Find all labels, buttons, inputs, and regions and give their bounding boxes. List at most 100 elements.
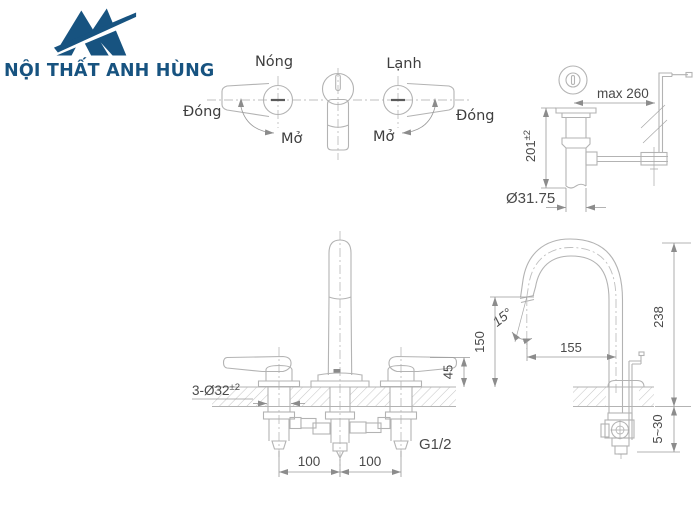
spout-reach-label: 155 (560, 340, 582, 355)
drain-height-ext-lines (541, 107, 566, 189)
hot-lever-outline (221, 82, 270, 118)
left-spacing-label: 100 (298, 454, 321, 469)
angle-arc (511, 331, 533, 345)
drain-clamp-pin (650, 147, 658, 186)
front-center-valve (312, 387, 382, 460)
cold-close-arrow (432, 98, 438, 107)
hot-open-arc (240, 106, 275, 136)
front-spout-mark (333, 369, 341, 373)
drain-plug-outer (558, 65, 588, 95)
right-spacing-label: 100 (359, 454, 382, 469)
total-height-label: 238 (651, 306, 666, 328)
left-valve-shank (267, 387, 291, 412)
center-valve-outlet-left (312, 422, 331, 435)
deck-thickness-label: 5~30 (650, 414, 665, 443)
drain-rod-knob (685, 71, 693, 78)
faucet-front-view: 100 100 G1/2 3-Ø32±2 45 (192, 231, 470, 477)
outlet-height-label: 150 (472, 331, 487, 353)
drain-lift-rod (658, 72, 688, 152)
side-valve-bump (600, 423, 610, 438)
center-valve-tip (335, 450, 345, 460)
hot-close-arrow (238, 98, 244, 107)
deck-hatch-1 (212, 387, 268, 406)
hot-centerlines (207, 76, 323, 128)
deck-lines (212, 386, 456, 408)
center-valve-outlet-right (349, 421, 367, 434)
front-left-lever (222, 355, 292, 373)
spout-top-circle (321, 72, 355, 106)
side-pivot-cross (610, 420, 630, 440)
drain-plug-inner (565, 72, 581, 88)
spout-side-view: 15° 150 155 238 (472, 238, 691, 459)
side-deck-hatch-right (639, 387, 654, 406)
front-right-lever (388, 355, 458, 373)
right-valve-shank (389, 387, 413, 412)
side-angle-ref (514, 296, 528, 343)
handle-height-label: 45 (441, 365, 456, 379)
side-deck (573, 386, 654, 408)
drain-height-label: 201±2 (522, 130, 538, 162)
drain-dia-ext-lines (565, 188, 587, 212)
front-spout-column (327, 239, 353, 376)
side-valve-top (607, 412, 633, 421)
drain-body (555, 107, 597, 189)
drain-pivot-nut (585, 151, 598, 166)
center-valve-shank (329, 387, 351, 412)
side-gooseneck-inner (532, 255, 610, 387)
logo: NỘI THẤT ANH HÙNG (4, 4, 215, 81)
side-shank (608, 387, 624, 413)
hot-knob-circle (262, 84, 294, 116)
cold-handle-topview: Lạnh Đóng Mở (353, 56, 495, 145)
logo-mark-icon (52, 8, 139, 58)
hot-open-label: Mở (281, 131, 303, 147)
drain-plug-slot (570, 74, 576, 86)
spout-top-slot (335, 73, 341, 92)
side-gooseneck-outer (519, 238, 624, 387)
side-flange (607, 379, 645, 388)
deck-hatch-3 (350, 387, 390, 406)
front-deck (212, 386, 456, 408)
side-lift-rod (628, 355, 642, 440)
cold-knob-circle (382, 84, 414, 116)
deck-hatch-2 (290, 387, 330, 406)
side-tube-centerline (526, 247, 617, 393)
front-centerlines (278, 231, 402, 477)
cold-open-arc (401, 106, 436, 136)
drain-assembly-view: max 260 201±2 Ø31.75 (506, 65, 693, 212)
spout-angle-label: 15° (490, 305, 516, 330)
front-left-valve (262, 387, 317, 450)
max-reach-label: max 260 (597, 86, 649, 101)
hot-handle-topview: Nóng Đóng Mở (183, 54, 323, 147)
spout-topview (321, 68, 355, 160)
side-valve-nut (611, 437, 630, 447)
front-right-valve (377, 387, 418, 450)
left-valve-body (268, 418, 290, 450)
brand-name: NỘI THẤT ANH HÙNG (4, 61, 215, 81)
side-rod-knob (638, 351, 645, 357)
logo-swoosh (53, 12, 137, 53)
cold-label: Lạnh (386, 56, 421, 72)
cold-lever-outline (406, 82, 455, 118)
hole-spec-label: 3-Ø32±2 (192, 382, 240, 398)
deck-hatch-4 (412, 387, 456, 406)
logo-notch (71, 36, 92, 56)
spout-top-body (326, 98, 350, 151)
center-valve-nipple (365, 422, 382, 434)
cold-centerlines (353, 76, 469, 128)
center-valve-body (330, 419, 350, 443)
hot-label: Nóng (255, 54, 293, 70)
cold-open-label: Mở (373, 129, 395, 145)
cold-close-label: Đóng (456, 108, 495, 124)
thread-size-label: G1/2 (419, 436, 452, 453)
side-deck-hatch-left (573, 387, 606, 406)
drain-horizontal-rod (597, 155, 668, 163)
center-valve-flange (324, 411, 356, 420)
side-valve-tip (618, 453, 627, 459)
hot-close-label: Đóng (183, 104, 222, 120)
drain-diameter-label: Ø31.75 (506, 190, 555, 207)
drain-break-marks (640, 104, 668, 144)
right-valve-block (377, 416, 391, 430)
right-valve-body (390, 418, 412, 450)
